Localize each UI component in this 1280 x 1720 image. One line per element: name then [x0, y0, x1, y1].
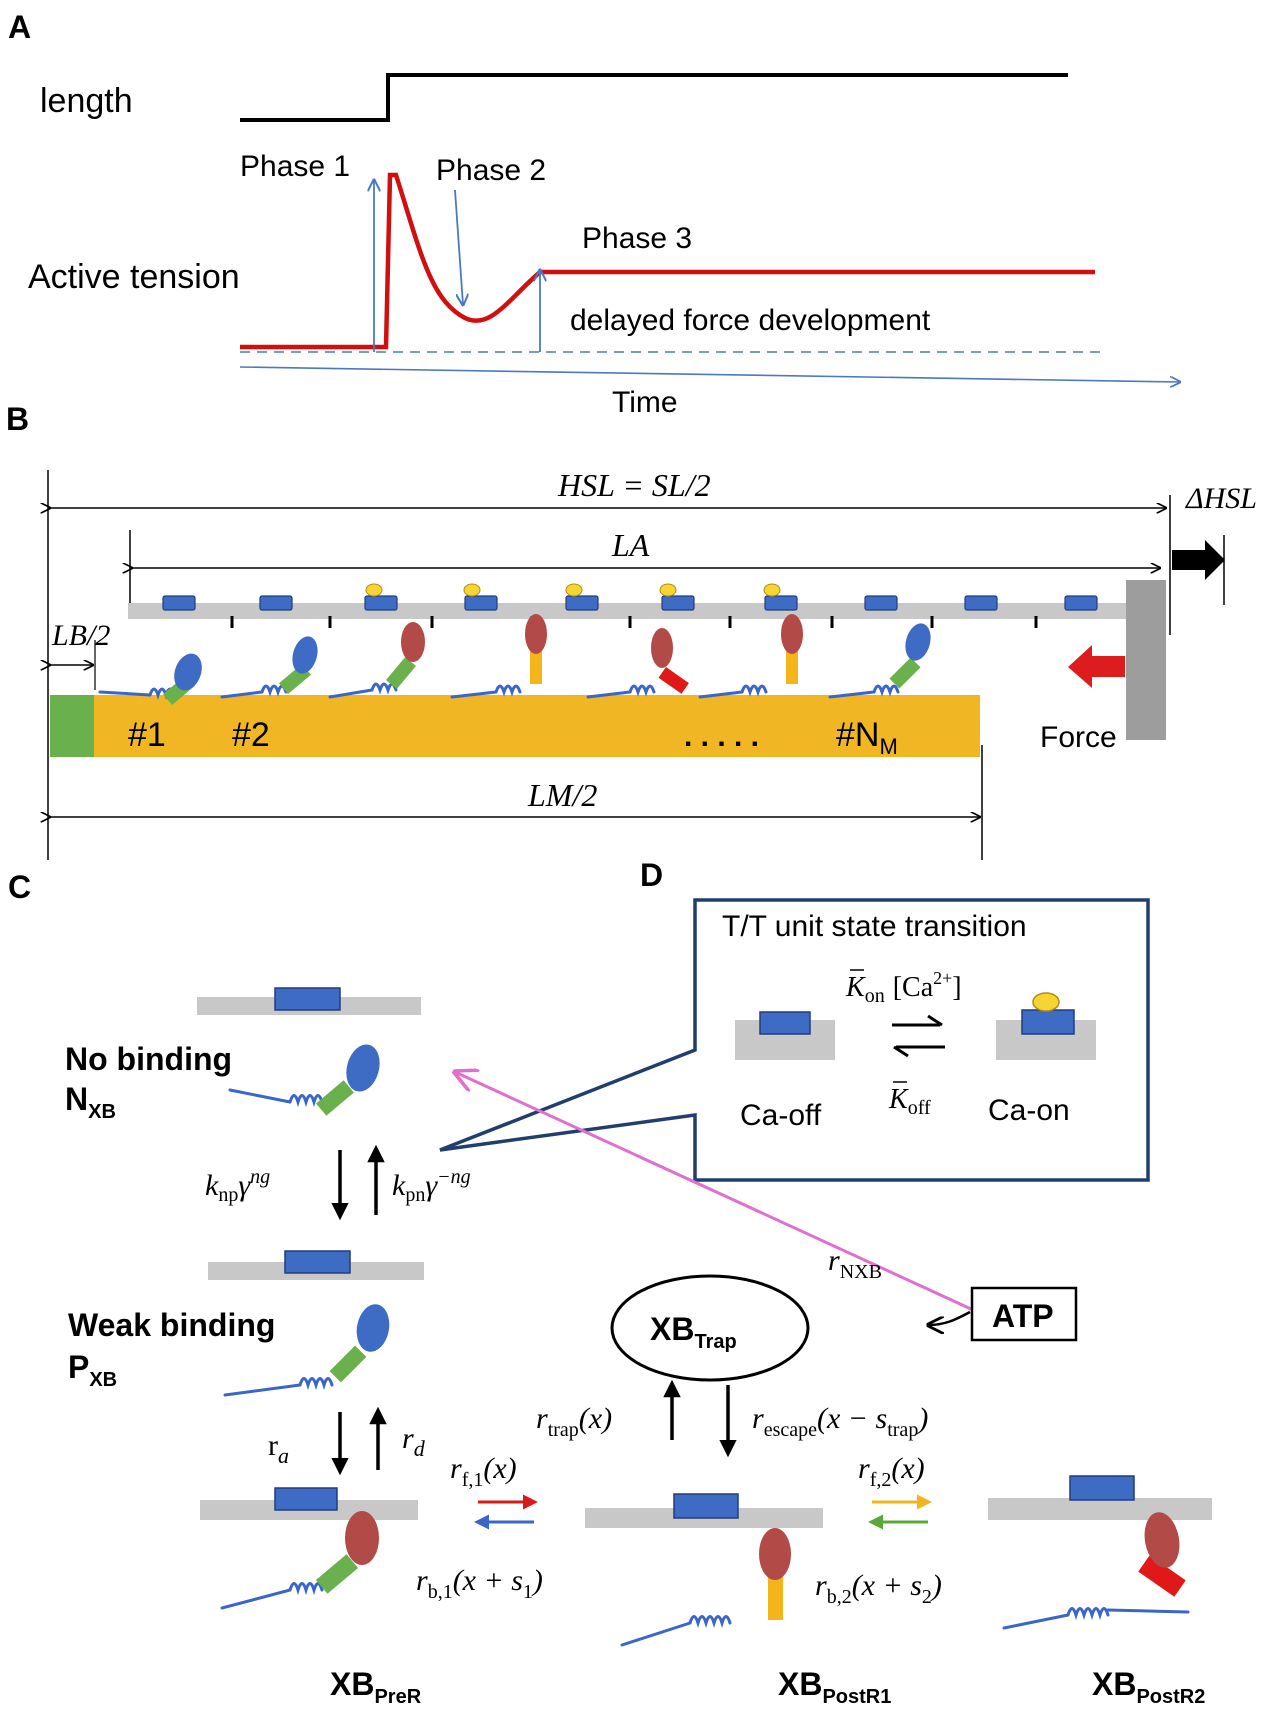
panel-b: B HSL = SL/2 ΔHSL LA [6, 401, 1257, 860]
atp-label: ATP [992, 1298, 1054, 1334]
nxb-tt [274, 987, 341, 1011]
delayed-force-label: delayed force development [570, 304, 931, 337]
phase3-label: Phase 3 [582, 222, 692, 255]
panel-c-label: C [8, 869, 31, 905]
panel-a-label: A [8, 9, 31, 45]
nxb-label: NXB [65, 1081, 116, 1123]
la-label: LA [611, 527, 650, 563]
ca-on-calcium [1032, 992, 1060, 1012]
prer-label: XBPreR [330, 1666, 422, 1708]
pxb-myosin [223, 1304, 390, 1397]
atp-arrow [928, 1310, 971, 1325]
ca-on-label: Ca-on [988, 1094, 1070, 1127]
xb2-label: #2 [232, 716, 270, 754]
xb1-label: #1 [128, 716, 166, 754]
koff-label: Koff [888, 1084, 931, 1119]
panel-b-label: B [6, 401, 29, 437]
postr1-tt [673, 1493, 739, 1519]
pxb-label: PXB [68, 1349, 117, 1391]
knp-label: knpγng [205, 1166, 270, 1206]
rescape-label: rescape(x − strap) [752, 1402, 928, 1441]
atp-box [970, 1286, 1078, 1342]
panel-c: C No binding NXB knpγng kpnγ−ng Weak bin… [8, 869, 1212, 1708]
prer-tt [274, 1487, 338, 1511]
z-disk [50, 695, 94, 757]
weak-binding-label: Weak binding [68, 1307, 275, 1343]
panel-d: D T/T unit state transition Ca-off Ca-on… [439, 857, 1150, 1182]
ca-on-tt [1021, 1009, 1075, 1035]
pxb-tt [284, 1250, 351, 1274]
hsl-label: HSL = SL/2 [557, 467, 711, 503]
rb2-label: rb,2(x + s2) [815, 1569, 942, 1608]
phase1-label: Phase 1 [240, 150, 350, 183]
postr2-label: XBPostR2 [1092, 1666, 1205, 1708]
ca-off-label: Ca-off [740, 1099, 822, 1132]
panel-d-label: D [640, 857, 663, 893]
nxb-myosin [228, 1044, 380, 1116]
rnxb-label: rNXB [828, 1244, 882, 1283]
myosin-heads [98, 614, 931, 706]
ra-label: ra [268, 1429, 289, 1468]
xbtrap-state [610, 1274, 810, 1382]
delta-hsl-arrow [1172, 540, 1225, 580]
rd-label: rd [402, 1422, 426, 1461]
postr2-filament [988, 1498, 1212, 1520]
force-arrow [1068, 645, 1125, 688]
filament-ticks [230, 616, 1038, 628]
delta-hsl-label: ΔHSL [1185, 482, 1257, 515]
phase2-arrow [454, 189, 463, 305]
rf1-label: rf,1(x) [450, 1452, 517, 1491]
kpn-label: kpnγ−ng [392, 1166, 471, 1206]
force-label: Force [1040, 721, 1117, 754]
postr2-myosin [1002, 1512, 1190, 1630]
panel-d-title: T/T unit state transition [722, 910, 1027, 943]
phase2-label: Phase 2 [436, 154, 546, 187]
time-label: Time [612, 386, 678, 419]
prer-myosin [220, 1511, 379, 1610]
postr1-myosin [620, 1528, 791, 1647]
xbn-label: #NM [836, 716, 898, 759]
ca-off-tt [759, 1011, 811, 1035]
length-label: length [40, 82, 133, 120]
lm-label: LM/2 [527, 777, 597, 813]
equilibrium-arrows [892, 1014, 945, 1058]
xbtrap-label: XBTrap [650, 1311, 737, 1353]
dots-label: . . . . . [684, 720, 759, 753]
no-binding-label: No binding [65, 1041, 232, 1077]
thick-filament [94, 695, 980, 757]
tt-units [162, 595, 1098, 611]
postr1-label: XBPostR1 [778, 1666, 891, 1708]
rb1-label: rb,1(x + s1) [416, 1564, 543, 1603]
rtrap-label: rtrap(x) [536, 1402, 612, 1441]
kon-label: Kon[Ca2+] [845, 968, 962, 1007]
postr2-tt [1069, 1475, 1135, 1501]
active-tension-trace [240, 172, 1095, 350]
time-axis [239, 366, 1180, 382]
panel-a: A length Active tension Time Phase 1 Pha… [8, 9, 1180, 419]
length-step-trace [240, 73, 1068, 122]
active-tension-label: Active tension [28, 258, 240, 296]
rnxb-arrow [455, 1072, 996, 1322]
calcium-bound-markers [365, 583, 781, 597]
right-wall [1126, 580, 1166, 740]
lb-label: LB/2 [51, 619, 110, 652]
rf2-label: rf,2(x) [858, 1452, 925, 1491]
